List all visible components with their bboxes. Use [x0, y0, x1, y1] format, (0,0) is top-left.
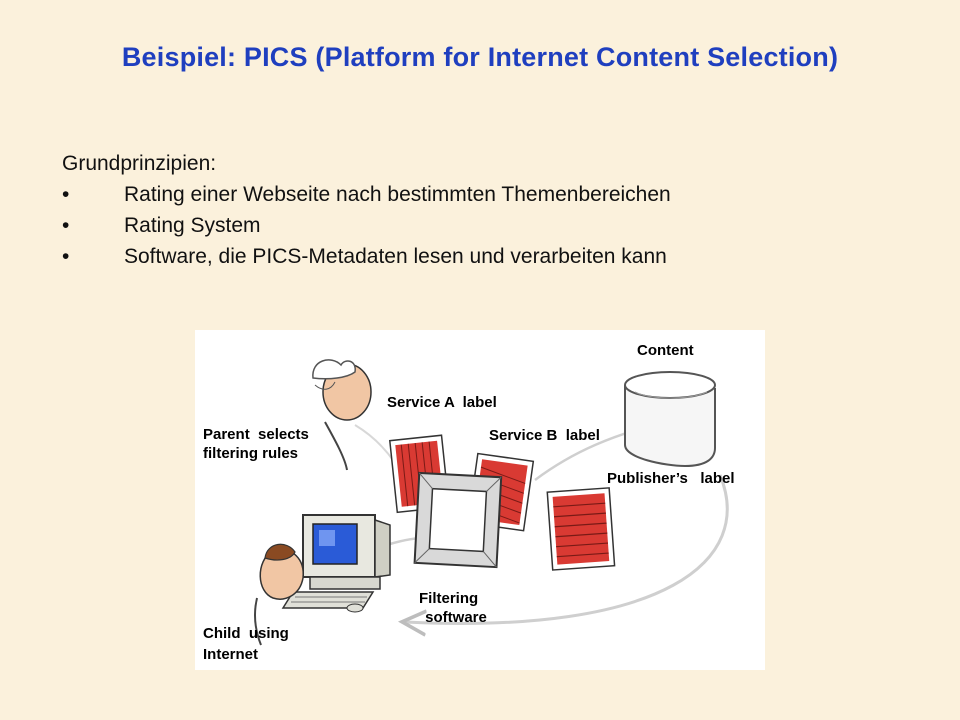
intro-text: Grundprinzipien:: [62, 152, 217, 175]
pics-diagram: Content Service A label Service B label …: [195, 330, 765, 670]
label-content: Content: [637, 342, 694, 359]
bullet-marker: •: [62, 183, 70, 206]
bullet-text: Rating System: [124, 214, 261, 237]
diagram-artwork: [253, 359, 729, 646]
label-child-line1: Child using: [203, 625, 289, 642]
bullet-marker: •: [62, 214, 70, 237]
label-service-a: Service A label: [387, 394, 497, 411]
label-filtering-line2: software: [421, 609, 487, 626]
publisher-label-icon: [546, 487, 616, 571]
label-child-line2: Internet: [203, 646, 259, 663]
content-database-icon: [624, 371, 716, 468]
slide-title: Beispiel: PICS (Platform for Internet Co…: [121, 42, 839, 72]
arrow-content-to-filter: [405, 474, 729, 623]
bullet-text: Rating einer Webseite nach bestimmten Th…: [124, 183, 671, 206]
label-parent-line2: filtering rules: [203, 445, 299, 462]
bullet-list: • Rating einer Webseite nach bestimmten …: [62, 179, 671, 272]
label-parent-line1: Parent selects: [203, 426, 309, 443]
bullet-text: Software, die PICS-Metadaten lesen und v…: [124, 245, 667, 268]
label-service-b: Service B label: [489, 427, 600, 444]
bullet-item: • Software, die PICS-Metadaten lesen und…: [62, 241, 671, 272]
bullet-item: • Rating einer Webseite nach bestimmten …: [62, 179, 671, 210]
label-publisher: Publisher’s label: [607, 470, 735, 487]
child-figure-icon: [253, 543, 304, 646]
computer-icon: [281, 514, 391, 613]
parent-figure-icon: [312, 359, 372, 471]
bullet-item: • Rating System: [62, 210, 671, 241]
bullet-marker: •: [62, 245, 70, 268]
filtering-software-icon: [413, 471, 503, 569]
label-filtering-line1: Filtering: [419, 590, 479, 607]
